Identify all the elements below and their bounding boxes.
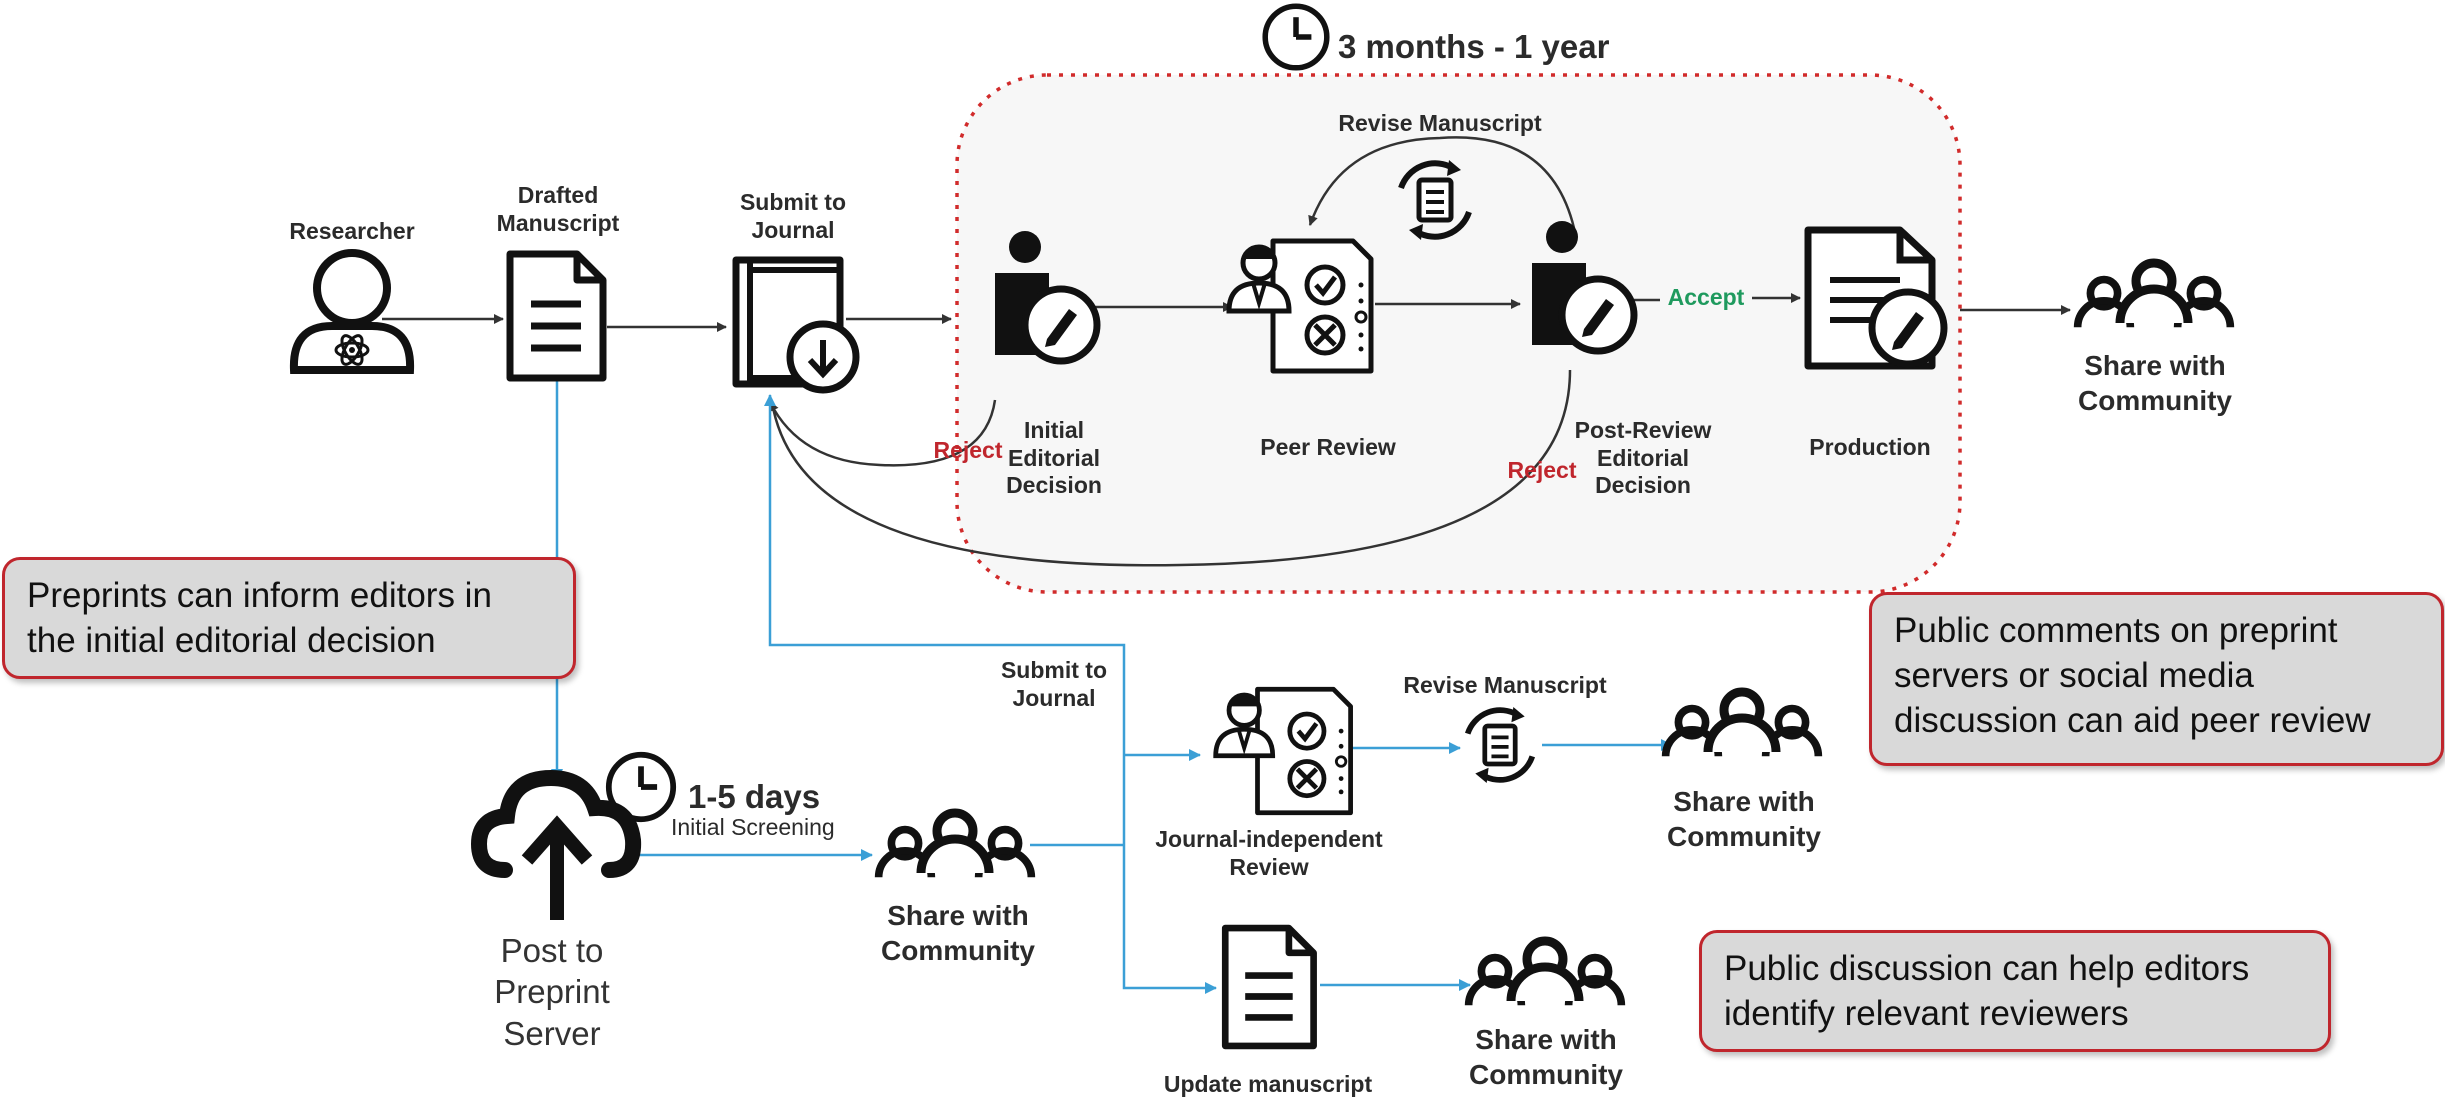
initial-decision-label: Initial Editorial Decision: [1006, 417, 1102, 499]
community-icon: [1666, 692, 1819, 756]
researcher-icon: [289, 249, 415, 374]
submit-journal-label: Submit to Journal: [739, 189, 847, 243]
reviewer-icon: [1216, 689, 1351, 813]
post-review-decision-label: Post-Review Editorial Decision: [1574, 417, 1712, 499]
update-manuscript-label: Update manuscript: [1163, 1071, 1373, 1097]
community-icon: [879, 813, 1032, 877]
share-community-top-label: Share with Community: [2078, 350, 2232, 416]
revise-cycle-icon: [1468, 707, 1533, 783]
journal-process-box: [955, 73, 1962, 594]
production-label: Production: [1809, 434, 1931, 460]
production-document-icon: [1804, 226, 1948, 370]
preprint-timing: 1-5 days: [688, 778, 821, 815]
document-icon: [510, 254, 603, 378]
drafted-manuscript-label: Drafted Manuscript: [496, 182, 620, 236]
independent-review-label: Journal-independent Review: [1155, 826, 1383, 880]
community-icon: [2078, 263, 2231, 327]
researcher-label: Researcher: [289, 218, 415, 244]
reject-initial-label: Reject: [933, 437, 1003, 463]
share-community-preprint-label: Share with Community: [881, 900, 1035, 966]
reject-post-label: Reject: [1507, 457, 1577, 483]
journal-book-icon: [732, 256, 860, 394]
clock-icon: [1265, 6, 1327, 68]
note-public-discussion: Public discussion can help editors ident…: [1699, 930, 2331, 1052]
community-icon: [1469, 941, 1622, 1005]
accept-label: Accept: [1667, 284, 1745, 310]
revise-manuscript-label: Revise Manuscript: [1338, 110, 1542, 136]
journal-connectors: [382, 136, 2071, 567]
post-preprint-label: Post to Preprint Server: [494, 932, 610, 1052]
note-public-comments: Public comments on preprint servers or s…: [1869, 592, 2444, 766]
journal-timing: 3 months - 1 year: [1338, 28, 1610, 65]
preprint-timing-caption: Initial Screening: [671, 814, 835, 840]
revise-manuscript-bottom-label: Revise Manuscript: [1403, 672, 1607, 698]
share-community-bottom-label: Share with Community: [1469, 1024, 1623, 1090]
share-community-mid-label: Share with Community: [1667, 786, 1821, 852]
cloud-upload-icon: [470, 769, 642, 920]
note-preprint-editors: Preprints can inform editors in the init…: [2, 557, 576, 679]
submit-journal-bottom-label: Submit to Journal: [1000, 657, 1108, 711]
peer-review-label: Peer Review: [1260, 434, 1396, 460]
document-icon: [1225, 928, 1313, 1046]
